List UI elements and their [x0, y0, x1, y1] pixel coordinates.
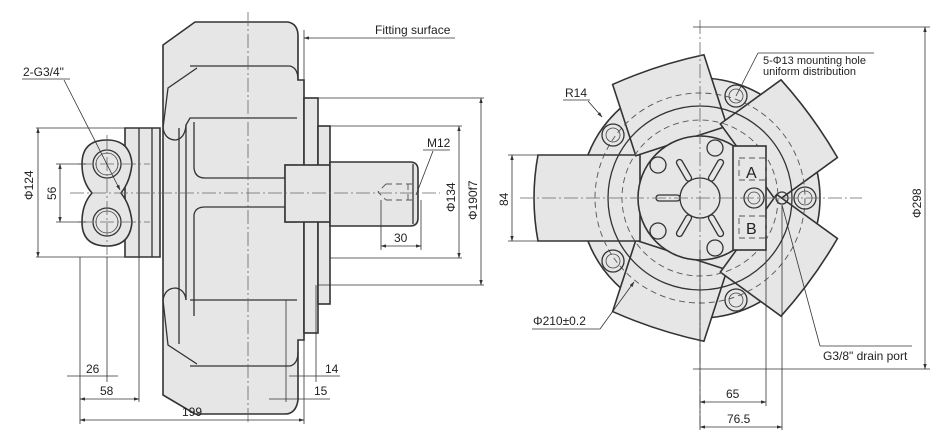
port-b-outline — [738, 215, 767, 239]
mounting-hole-inner — [605, 127, 621, 143]
dim-port-spacing: 56 — [45, 186, 59, 200]
end-view: A B 5-Φ13 mounting hole uniform distribu… — [497, 20, 930, 430]
mounting-note-line2: uniform distribution — [763, 66, 856, 78]
slot — [675, 214, 693, 238]
mounting-hole — [601, 123, 625, 147]
side-view: Fitting surface 2-G3/4" Φ124 56 M12 30 Φ… — [22, 12, 484, 425]
valve-bolt — [649, 156, 667, 174]
m12-leader — [415, 150, 434, 196]
housing-lobe-inner-top — [190, 65, 299, 81]
port-thread-label: 2-G3/4" — [23, 65, 64, 79]
dim-overall-length: 199 — [182, 405, 202, 419]
mounting-hole — [724, 84, 748, 108]
slot — [707, 214, 725, 238]
dim-flange-thickness: 15 — [314, 384, 328, 398]
housing-center-lobe-top — [193, 122, 297, 179]
cylinder-arm — [719, 193, 839, 318]
dim-shaft-diameter: Φ134 — [444, 182, 458, 212]
dim-drain-offset: 76.5 — [727, 412, 751, 426]
valve-bolt — [706, 239, 724, 257]
rear-port-block — [124, 127, 161, 258]
mounting-note-line1: 5-Φ13 mounting hole — [763, 55, 866, 67]
mounting-hole-inner — [728, 292, 744, 308]
valve-bolt — [649, 222, 667, 240]
dim-port-offset: 26 — [86, 362, 100, 376]
r14-leader — [587, 100, 603, 118]
dim-port-body-diameter: Φ124 — [22, 170, 36, 200]
mounting-hole-inner — [605, 253, 621, 269]
port-upper — [92, 149, 122, 179]
bolt-circle-leader — [599, 281, 635, 330]
slot — [675, 158, 693, 182]
dim-port-block-height: 84 — [497, 192, 511, 206]
shaft-thread-label: M12 — [427, 136, 451, 150]
mounting-hole-inner — [728, 88, 744, 104]
dim-port-a-offset: 65 — [726, 387, 740, 401]
dim-flange-to-face: 14 — [325, 362, 339, 376]
thread-hole — [377, 183, 413, 201]
dim-outer-diameter: Φ298 — [910, 188, 924, 218]
port-thread-leader — [63, 79, 121, 191]
cylinder-arm — [611, 239, 729, 343]
dim-pilot-diameter: Φ190f7 — [466, 180, 480, 220]
port-a-label: A — [746, 165, 757, 182]
corner-radius-label: R14 — [565, 86, 587, 100]
cylinder-arm — [719, 78, 839, 203]
mounting-hole — [601, 249, 625, 273]
mounting-holes — [601, 84, 817, 312]
fitting-surface-label: Fitting surface — [375, 23, 451, 37]
housing-lobe-inner-bottom — [190, 351, 299, 367]
bolt-circle-label: Φ210±0.2 — [533, 314, 586, 328]
mounting-hole — [724, 288, 748, 312]
port-b-label: B — [746, 221, 757, 238]
mounting-note-leader — [735, 52, 759, 97]
cylinder-arm — [611, 53, 729, 157]
shaft-shoulder — [284, 164, 331, 223]
dim-thread-depth: 30 — [394, 231, 408, 245]
dim-rear-length: 58 — [100, 384, 114, 398]
housing-center-lobe-bottom — [193, 206, 297, 316]
valve-bolt — [706, 139, 724, 157]
drain-leader — [781, 204, 821, 347]
output-shaft — [329, 161, 419, 227]
drain-port-label: G3/8" drain port — [823, 349, 908, 363]
slot — [707, 158, 725, 182]
port-a-outline — [738, 157, 767, 181]
housing-lobe-lower — [162, 287, 297, 365]
